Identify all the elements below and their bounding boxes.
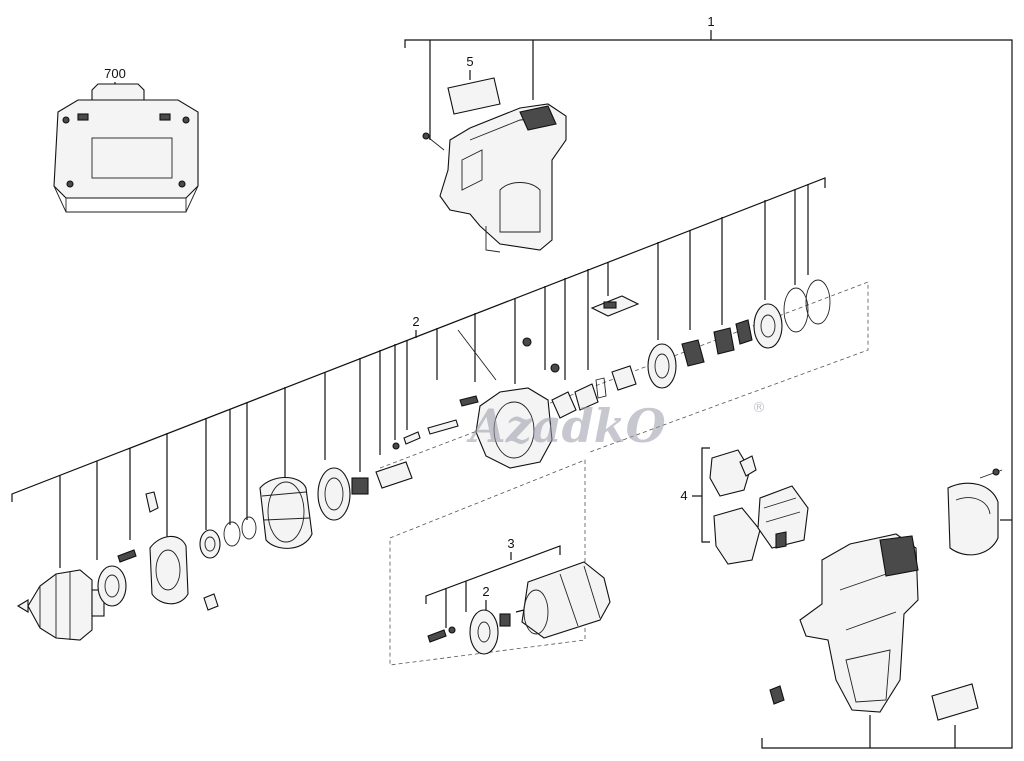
small-screw-1[interactable] — [522, 337, 532, 347]
nameplate-label[interactable]: 5 — [447, 54, 501, 115]
motor-assembly-bracket: 3 2 — [425, 536, 561, 628]
motor-mount-plate[interactable] — [469, 609, 499, 655]
pin-rod[interactable] — [427, 419, 459, 435]
label-nameplate: 5 — [466, 54, 473, 69]
keyless-chuck[interactable] — [16, 569, 105, 641]
chuck-collar[interactable] — [97, 565, 127, 607]
gear-plate[interactable] — [753, 303, 783, 349]
ring-gear-large[interactable] — [647, 343, 677, 389]
shift-spring[interactable] — [595, 377, 607, 399]
handle-housing[interactable] — [799, 533, 919, 713]
watermark-registered-mark: ® — [752, 400, 766, 416]
assembly-axis-dashed — [379, 281, 869, 666]
shift-plate[interactable] — [551, 391, 577, 419]
washer-large[interactable] — [783, 287, 809, 333]
chuck-screw[interactable] — [117, 549, 137, 563]
speed-selector-slider[interactable] — [590, 295, 640, 317]
rating-label[interactable] — [931, 683, 979, 721]
small-tab[interactable] — [769, 685, 785, 705]
planet-gear-set-2[interactable] — [713, 319, 753, 355]
washer-ring-2[interactable] — [241, 516, 257, 540]
label-switch-assembly: 4 — [680, 488, 687, 503]
watermark-text: AzadkO — [466, 399, 666, 453]
watermark: AzadkO ® — [466, 399, 766, 453]
housing-half-top[interactable] — [422, 103, 567, 253]
clip-lower[interactable] — [203, 593, 219, 611]
small-screw-2[interactable] — [550, 363, 560, 373]
gear-case[interactable] — [457, 329, 553, 469]
shift-ring[interactable] — [574, 383, 599, 411]
gearbox-assembly-bracket: 2 — [11, 177, 826, 568]
spindle[interactable] — [375, 461, 413, 489]
housing-assembly-bracket: 1 — [404, 14, 1013, 749]
clip-small[interactable] — [145, 491, 159, 513]
motor-pinion[interactable] — [499, 613, 511, 627]
switch-module[interactable] — [709, 449, 809, 565]
dc-motor[interactable] — [515, 561, 611, 639]
bushing[interactable] — [199, 529, 221, 559]
label-motor-subpart: 2 — [482, 584, 489, 599]
planetary-ring[interactable] — [317, 467, 351, 521]
planet-gear-set-1[interactable] — [681, 339, 705, 367]
motor-screw[interactable] — [427, 626, 456, 643]
label-housing-assembly: 1 — [707, 14, 714, 29]
switch-assembly-bracket: 4 — [680, 447, 710, 543]
gear-carrier-small[interactable] — [611, 365, 637, 391]
clutch-ring[interactable] — [149, 535, 189, 605]
pinion-gear[interactable] — [351, 477, 369, 495]
ring-gear-housing[interactable] — [259, 476, 313, 549]
end-cap[interactable] — [947, 468, 1003, 556]
spring-pin[interactable] — [392, 431, 421, 450]
label-motor-assembly: 3 — [507, 536, 514, 551]
label-case: 700 — [104, 66, 126, 81]
washer-ring-1[interactable] — [223, 521, 241, 547]
label-gearbox-assembly: 2 — [412, 314, 419, 329]
washer-end[interactable] — [805, 279, 831, 325]
carrying-case[interactable]: 700 — [53, 66, 199, 213]
